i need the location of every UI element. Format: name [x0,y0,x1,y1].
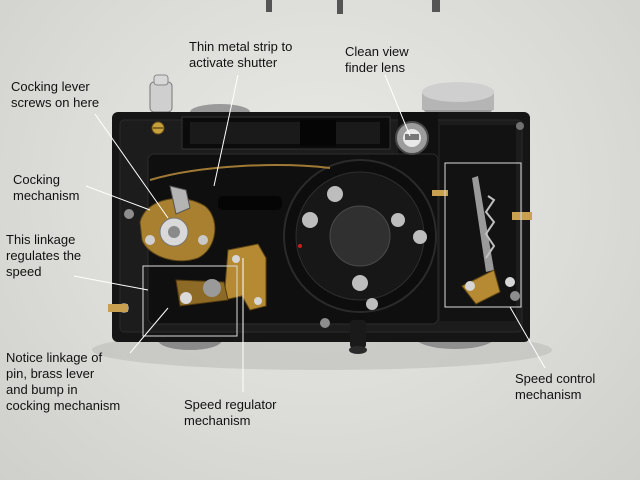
loose-screws [266,0,440,14]
shutter-knob [149,74,173,113]
label-notice-linkage: Notice linkage of pin, brass lever and b… [6,350,121,413]
shutter-strip [149,164,331,181]
linkage-highlight-box [142,265,238,337]
shutter-disc [283,159,437,354]
viewfinder-lens [395,121,429,155]
label-cocking-mechanism: Cocking mechanism [13,172,80,203]
speed-control-highlight-box [444,162,522,308]
label-thin-metal-strip: Thin metal strip to activate shutter [189,39,293,70]
label-cocking-lever-screws: Cocking lever screws on here [11,79,100,110]
speed-control-mechanism [108,176,532,312]
label-speed-control: Speed control mechanism [515,371,596,402]
label-speed-regulator: Speed regulator mechanism [184,397,277,428]
label-clean-finder-lens: Clean view finder lens [345,44,409,75]
speed-regulator [175,243,267,311]
label-linkage-regulates-speed: This linkage regulates the speed [6,232,82,279]
